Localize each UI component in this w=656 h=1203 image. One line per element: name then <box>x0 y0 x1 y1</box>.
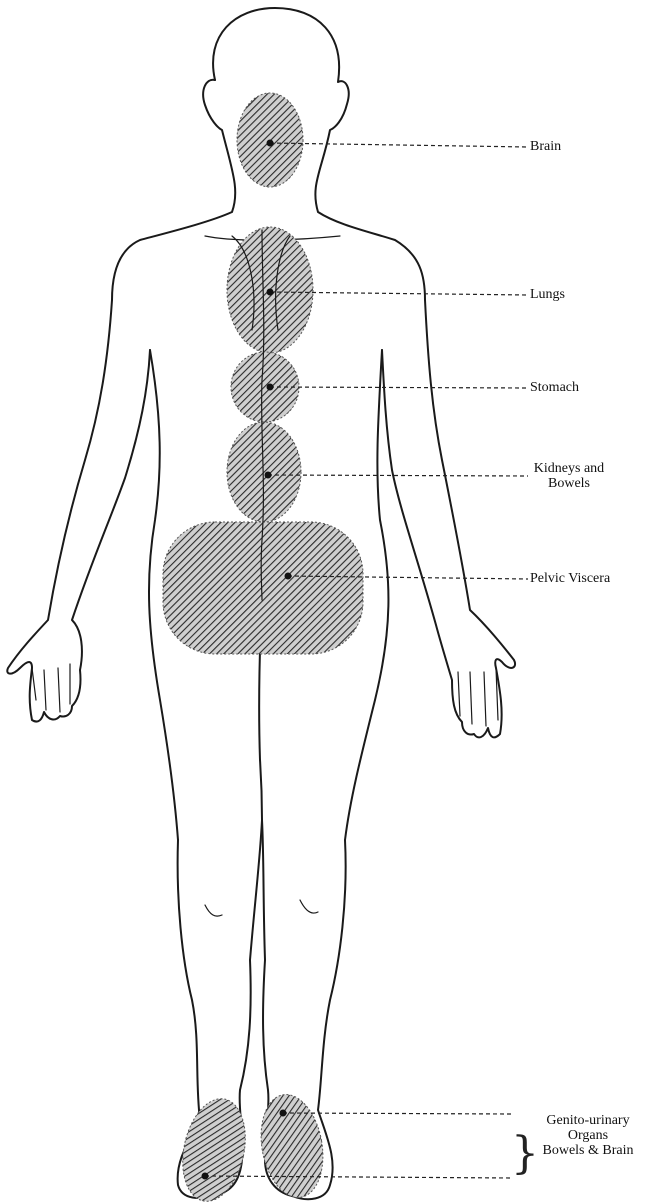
left-arm-outline <box>7 300 150 722</box>
label-lungs: Lungs <box>530 287 565 302</box>
zone-stomach <box>231 352 299 422</box>
dot-kidneys <box>265 472 272 479</box>
dot-stomach <box>267 384 274 391</box>
zone-kidneys-bowels <box>227 422 301 522</box>
dot-brain <box>267 140 274 147</box>
leader-stomach <box>270 387 528 388</box>
label-genito-line2: Organs <box>529 1128 647 1143</box>
label-kidneys-line1: Kidneys and <box>530 461 608 476</box>
knee-marks <box>205 900 318 916</box>
zone-left-sole <box>174 1093 254 1203</box>
leader-kidneys <box>268 475 528 476</box>
leader-brain <box>270 143 528 147</box>
label-genito-line3: Bowels & Brain <box>529 1143 647 1158</box>
head-left-outline <box>112 80 235 300</box>
dot-pelvic <box>285 573 292 580</box>
zone-pelvic-viscera <box>163 522 363 654</box>
left-hand-fingers <box>32 664 70 712</box>
right-hand-fingers <box>458 668 498 726</box>
label-genito-line1: Genito-urinary <box>529 1113 647 1128</box>
label-stomach: Stomach <box>530 380 579 395</box>
dot-bowels-brain <box>202 1173 209 1180</box>
right-arm-outline <box>382 300 515 737</box>
label-kidneys-line2: Bowels <box>530 476 608 491</box>
label-pelvic-viscera: Pelvic Viscera <box>530 571 610 586</box>
label-brain: Brain <box>530 139 561 154</box>
dot-lungs <box>267 289 274 296</box>
label-genito-group: Genito-urinary Organs Bowels & Brain <box>529 1113 647 1158</box>
leader-bowels-brain <box>205 1176 512 1178</box>
leader-genito <box>283 1113 512 1114</box>
dot-genito <box>280 1110 287 1117</box>
label-kidneys-bowels: Kidneys and Bowels <box>530 461 608 491</box>
